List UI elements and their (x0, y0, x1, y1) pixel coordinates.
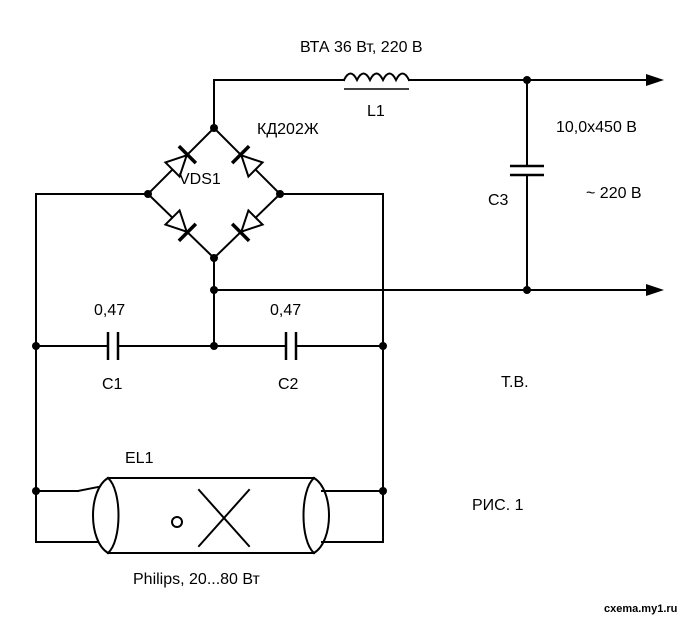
label-choke: ВТА 36 Вт, 220 В (300, 39, 423, 56)
diode-4 (230, 208, 265, 243)
diode-2 (230, 144, 265, 179)
capacitor-c3 (510, 79, 544, 291)
label-vds1: VDS1 (179, 171, 221, 188)
label-c2-value: 0,47 (270, 302, 301, 319)
label-c2: С2 (278, 376, 299, 393)
label-l1: L1 (367, 103, 385, 120)
label-lamp: Philips, 20...80 Вт (133, 571, 261, 588)
label-c1: С1 (102, 376, 123, 393)
label-output-dc: 10,0x450 В (556, 119, 637, 136)
lamp-circle (171, 516, 183, 528)
junctions (32, 76, 531, 495)
label-el1: EL1 (125, 450, 154, 467)
bottom-rail (213, 257, 664, 347)
label-author: Т.В. (501, 374, 529, 391)
diode-1 (163, 144, 198, 179)
label-output-ac: ~ 220 В (586, 185, 642, 202)
watermark: cxema.my1.ru (604, 603, 677, 615)
label-c3: С3 (488, 192, 509, 209)
bridge-rectifier (146, 126, 282, 260)
label-bridge: КД202Ж (257, 121, 319, 138)
side-wires (35, 193, 384, 543)
capacitor-c1 (106, 332, 120, 360)
inductor-l1 (342, 72, 411, 83)
label-figure: РИС. 1 (472, 497, 524, 514)
capacitor-c2 (284, 332, 298, 360)
diode-3 (163, 208, 198, 243)
label-c1-value: 0,47 (94, 302, 125, 319)
lamp-el1 (35, 476, 384, 555)
